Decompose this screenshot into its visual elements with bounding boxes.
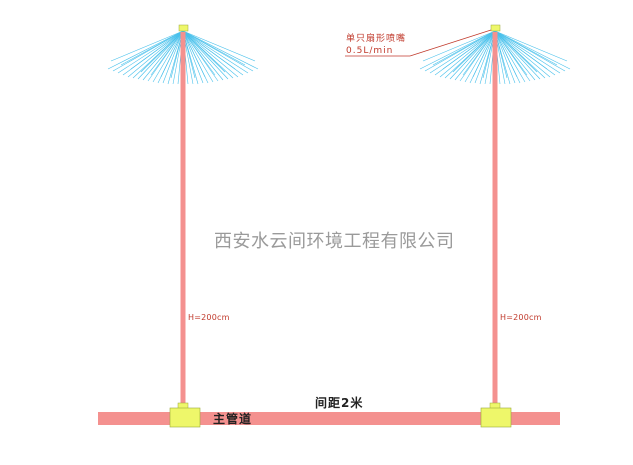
nozzle-left (178, 24, 189, 32)
main-pipe-label: 主管道 (213, 412, 253, 426)
nozzle-note-flow: 0.5L/min (346, 46, 394, 56)
riser-pipe-left (180, 32, 186, 406)
nozzle-right (490, 24, 501, 32)
sprinkler-pole-left (107, 24, 259, 428)
main-pipe (98, 412, 560, 425)
height-label-left: H=200cm (188, 313, 230, 322)
nozzle-note-title: 单只扇形喷嘴 (346, 34, 407, 44)
riser-pipe-right (492, 32, 498, 406)
height-label-right: H=200cm (500, 313, 542, 322)
company-watermark: 西安水云间环境工程有限公司 (214, 231, 455, 252)
spacing-label: 间距2米 (315, 396, 364, 410)
tee-connector-left (169, 407, 201, 428)
tee-connector-right (480, 407, 512, 428)
nozzle-leader-line (345, 29, 492, 57)
sprinkler-pole-right (419, 24, 571, 428)
